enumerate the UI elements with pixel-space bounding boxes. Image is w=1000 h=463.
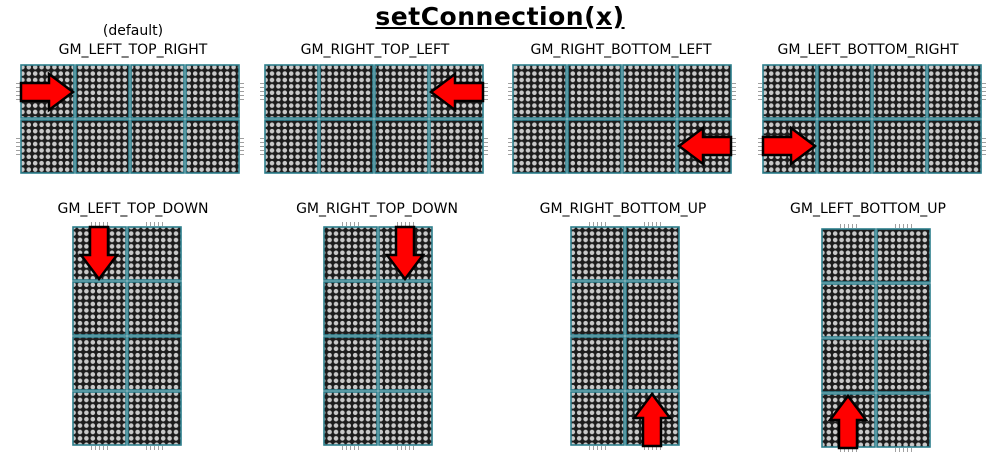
- led-matrix-module: [817, 64, 872, 119]
- label-left-top-down: GM_LEFT_TOP_DOWN: [57, 201, 209, 217]
- led-matrix-module: [512, 64, 567, 119]
- led-matrix-module: [429, 119, 484, 174]
- led-matrix-module: [872, 64, 927, 119]
- led-matrix-module: [127, 336, 182, 391]
- led-matrix-module: [72, 281, 127, 336]
- label-right-bottom-left: GM_RIGHT_BOTTOM_LEFT: [530, 42, 712, 58]
- direction-arrow-up-icon: [827, 393, 869, 450]
- led-matrix-module: [323, 391, 378, 446]
- led-matrix-module: [378, 391, 433, 446]
- led-matrix-module: [622, 64, 677, 119]
- led-matrix-module: [323, 281, 378, 336]
- led-matrix-module: [817, 119, 872, 174]
- led-matrix-module: [378, 281, 433, 336]
- matrix-group-gm-left-top-down: [72, 222, 182, 450]
- led-matrix-module: [185, 119, 240, 174]
- direction-arrow-down-icon: [384, 225, 426, 282]
- label-left-top-right: GM_LEFT_TOP_RIGHT: [58, 42, 208, 58]
- led-matrix-module: [378, 336, 433, 391]
- led-matrix-module: [821, 283, 876, 338]
- led-matrix-module: [512, 119, 567, 174]
- led-matrix-module: [323, 226, 378, 281]
- led-matrix-module: [570, 281, 625, 336]
- led-matrix-module: [876, 228, 931, 283]
- led-matrix-module: [127, 391, 182, 446]
- led-matrix-module: [625, 281, 680, 336]
- matrix-group-gm-left-top-right: [16, 64, 244, 174]
- led-matrix-module: [625, 226, 680, 281]
- led-matrix-module: [127, 281, 182, 336]
- direction-arrow-left-icon: [428, 71, 485, 113]
- led-matrix-module: [927, 119, 982, 174]
- led-matrix-module: [72, 391, 127, 446]
- led-matrix-module: [20, 119, 75, 174]
- led-matrix-module: [130, 119, 185, 174]
- led-matrix-module: [75, 64, 130, 119]
- led-matrix-module: [72, 336, 127, 391]
- page-title: setConnection(x): [375, 2, 625, 31]
- led-matrix-module: [319, 64, 374, 119]
- label-left-bottom-up: GM_LEFT_BOTTOM_UP: [790, 201, 946, 217]
- led-matrix-module: [762, 64, 817, 119]
- led-matrix-module: [323, 336, 378, 391]
- direction-arrow-down-icon: [78, 225, 120, 282]
- led-matrix-module: [185, 64, 240, 119]
- label-right-top-down: GM_RIGHT_TOP_DOWN: [296, 201, 458, 217]
- direction-arrow-right-icon: [19, 71, 76, 113]
- led-matrix-module: [374, 119, 429, 174]
- led-matrix-module: [570, 336, 625, 391]
- led-matrix-module: [75, 119, 130, 174]
- direction-arrow-up-icon: [631, 391, 673, 448]
- led-matrix-module: [876, 393, 931, 448]
- matrix-group-gm-right-bottom-left: [508, 64, 736, 174]
- matrix-group-gm-right-top-down: [323, 222, 433, 450]
- led-matrix-module: [130, 64, 185, 119]
- label-right-top-left: GM_RIGHT_TOP_LEFT: [300, 42, 450, 58]
- label-left-bottom-right: GM_LEFT_BOTTOM_RIGHT: [777, 42, 959, 58]
- led-matrix-module: [625, 336, 680, 391]
- led-matrix-module: [677, 64, 732, 119]
- direction-arrow-left-icon: [676, 125, 733, 167]
- matrix-group-gm-left-bottom-up: [821, 224, 931, 452]
- label-right-bottom-up: GM_RIGHT_BOTTOM_UP: [539, 201, 707, 217]
- led-matrix-module: [821, 338, 876, 393]
- led-matrix-module: [622, 119, 677, 174]
- led-matrix-module: [374, 64, 429, 119]
- led-matrix-module: [570, 226, 625, 281]
- matrix-group-gm-right-bottom-up: [570, 222, 680, 450]
- led-matrix-module: [872, 119, 927, 174]
- led-matrix-module: [264, 119, 319, 174]
- led-matrix-module: [821, 228, 876, 283]
- led-matrix-module: [319, 119, 374, 174]
- led-matrix-module: [127, 226, 182, 281]
- led-matrix-module: [567, 119, 622, 174]
- matrix-group-gm-left-bottom-right: [758, 64, 986, 174]
- led-matrix-module: [567, 64, 622, 119]
- led-matrix-module: [570, 391, 625, 446]
- default-note: (default): [102, 23, 164, 39]
- direction-arrow-right-icon: [761, 125, 818, 167]
- led-matrix-module: [876, 338, 931, 393]
- led-matrix-module: [876, 283, 931, 338]
- led-matrix-module: [264, 64, 319, 119]
- matrix-group-gm-right-top-left: [260, 64, 488, 174]
- led-matrix-module: [927, 64, 982, 119]
